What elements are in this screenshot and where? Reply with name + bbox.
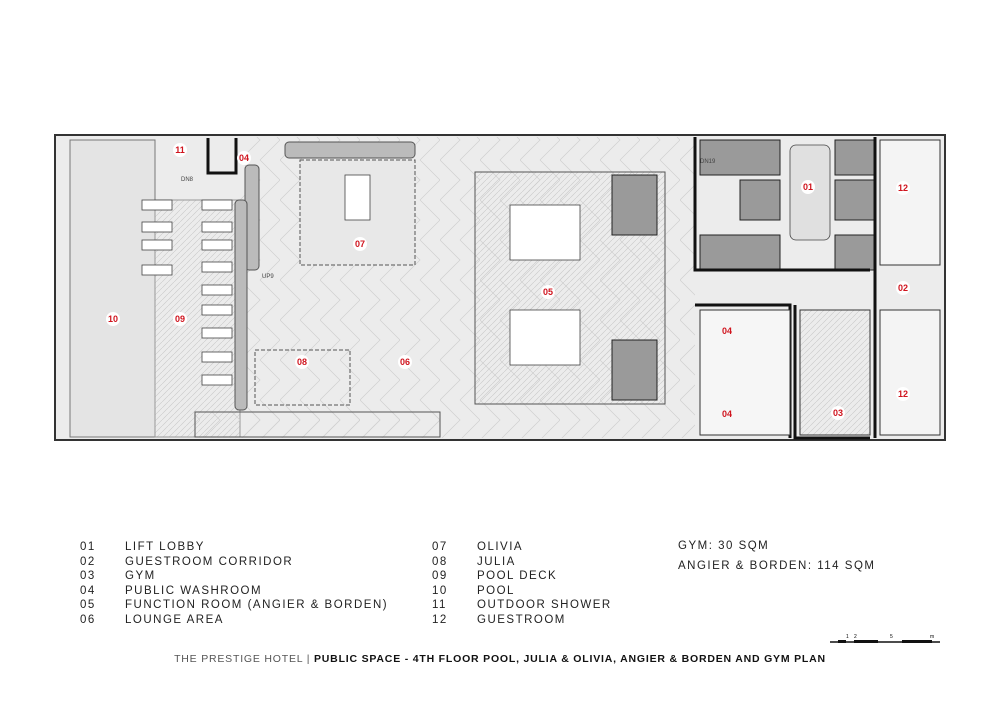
legend-column-2: 07 OLIVIA 08 JULIA 09 POOL DECK 10 POOL 11 OU… (432, 540, 612, 627)
legend-label: LIFT LOBBY (125, 541, 205, 553)
room-label-12: 12 (898, 183, 908, 193)
room-label-09: 09 (175, 314, 185, 324)
room-label-04: 04 (239, 153, 249, 163)
hotel-name: THE PRESTIGE HOTEL (174, 653, 304, 665)
angier-borden-area: ANGIER & BORDEN: 114 SQM (678, 560, 876, 572)
legend-label: FUNCTION ROOM (ANGIER & BORDEN) (125, 599, 389, 611)
legend-num: 07 (432, 541, 448, 553)
room-label-03: 03 (833, 408, 843, 418)
legend-label: LOUNGE AREA (125, 613, 224, 626)
room-label-10: 10 (108, 314, 118, 324)
legend-label: GUESTROOM (477, 613, 566, 626)
scale-tick-5: 5 (890, 634, 893, 640)
legend-label: POOL (477, 584, 515, 597)
room-labels: 01 12 02 04 04 03 12 05 07 08 06 09 10 1… (106, 143, 910, 420)
room-label-04: 04 (722, 326, 732, 336)
legend-num: 01 (80, 541, 96, 553)
legend-num: 06 (80, 613, 96, 626)
room-label-05: 05 (543, 287, 553, 297)
legend-num: 03 (80, 570, 96, 582)
room-label-11: 11 (175, 145, 185, 155)
pool-basin (69, 139, 156, 438)
room-label-12: 12 (898, 389, 908, 399)
legend-num: 08 (432, 555, 448, 568)
legend-num: 04 (80, 584, 96, 597)
legend-num: 02 (80, 555, 96, 568)
legend-num: 05 (80, 599, 96, 611)
gym-area: GYM: 30 SQM (678, 540, 770, 552)
plan-title: PUBLIC SPACE - 4TH FLOOR POOL, JULIA & O… (314, 653, 826, 665)
room-label-08: 08 (297, 357, 307, 367)
legend-label: PUBLIC WASHROOM (125, 584, 263, 597)
drawing-title: THE PRESTIGE HOTEL | PUBLIC SPACE - 4TH … (0, 653, 1000, 665)
legend-num: 09 (432, 570, 448, 582)
legend-label: JULIA (477, 555, 516, 568)
room-label-04: 04 (722, 409, 732, 419)
legend-num: 12 (432, 613, 448, 626)
area-summary: GYM: 30 SQM ANGIER & BORDEN: 114 SQM (678, 540, 875, 580)
room-label-02: 02 (898, 283, 908, 293)
legend-label: OLIVIA (477, 541, 524, 553)
title-separator: | (303, 653, 314, 665)
stair-note-dn8: DN8 (181, 177, 194, 183)
legend-label: OUTDOOR SHOWER (477, 599, 612, 611)
legend-num: 10 (432, 584, 448, 597)
scale-tick-1: 1 (846, 634, 849, 640)
stair-note-up9: UP9 (262, 274, 274, 280)
legend-label: POOL DECK (477, 570, 558, 582)
scale-unit: m (930, 634, 934, 640)
scale-tick-2: 2 (854, 634, 857, 640)
room-label-07: 07 (355, 239, 365, 249)
room-label-06: 06 (400, 357, 410, 367)
legend-num: 11 (432, 599, 447, 611)
legend-label: GUESTROOM CORRIDOR (125, 555, 294, 568)
scale-bar: 1 2 5 m (830, 634, 940, 643)
stair-note-dn19: DN19 (700, 159, 716, 165)
legend-label: GYM (125, 570, 156, 582)
floor-plan: 01 12 02 04 04 03 12 05 07 08 06 09 10 1… (54, 134, 946, 441)
room-label-01: 01 (803, 182, 813, 192)
